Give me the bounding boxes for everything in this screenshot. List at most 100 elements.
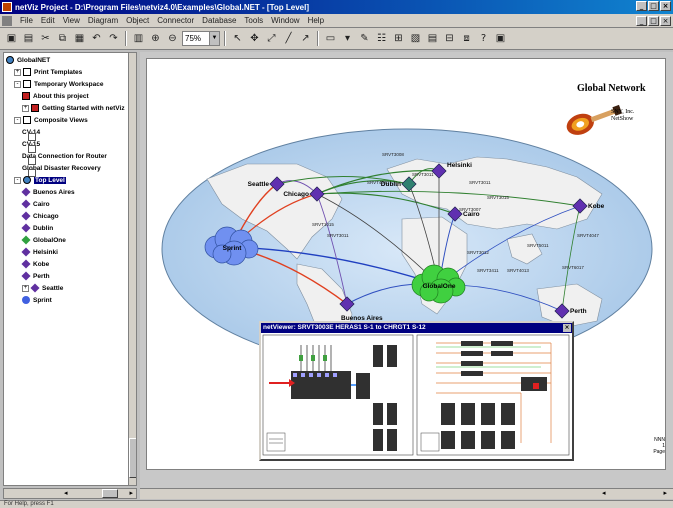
fill-icon[interactable]: ▭: [325, 33, 336, 44]
open-icon[interactable]: ▤: [23, 33, 34, 44]
collapse-icon[interactable]: -: [14, 176, 21, 184]
close-button[interactable]: ×: [660, 1, 671, 11]
menu-tools[interactable]: Tools: [244, 16, 264, 25]
expand-icon[interactable]: +: [14, 68, 21, 76]
zoom-select[interactable]: 75% ▼: [182, 31, 220, 46]
tree-item[interactable]: GlobalNET: [6, 55, 50, 65]
collapse-icon[interactable]: -: [14, 80, 21, 88]
scroll-left-icon[interactable]: ◂: [602, 490, 606, 497]
menu-diagram[interactable]: Diagram: [87, 16, 119, 25]
copy-icon[interactable]: ⧉: [58, 33, 67, 44]
tree-vertical-scrollbar[interactable]: [128, 53, 136, 485]
tree-item[interactable]: Sprint: [22, 295, 52, 305]
expand-icon[interactable]: +: [22, 104, 29, 112]
tree-item[interactable]: CV-15: [22, 139, 40, 153]
maximize-button[interactable]: □: [648, 1, 659, 11]
context-help-icon[interactable]: ▣: [495, 33, 506, 44]
tree-item[interactable]: Buenos Aires: [21, 187, 75, 197]
select-icon[interactable]: ↖: [233, 33, 242, 44]
window-title: netViz Project - D:\Program Files\netviz…: [15, 2, 309, 12]
connect-icon[interactable]: ⤢: [267, 33, 276, 44]
scroll-thumb[interactable]: [129, 438, 136, 478]
menu-help[interactable]: Help: [307, 16, 325, 25]
dia-icon: [21, 271, 31, 281]
properties-icon[interactable]: ⧈: [463, 33, 470, 44]
menu-view[interactable]: View: [62, 16, 80, 25]
cut-icon[interactable]: ✂: [41, 33, 50, 44]
tile-icon[interactable]: ⊟: [445, 33, 454, 44]
link-label: SRVT4020: [367, 180, 389, 185]
layout-icon[interactable]: ▧: [410, 33, 421, 44]
tree-item[interactable]: +Print Templates: [14, 67, 82, 77]
tree-item[interactable]: Cairo: [21, 199, 50, 209]
logo-line-1: SNY, Inc.: [611, 109, 635, 115]
menu-file[interactable]: File: [20, 16, 33, 25]
document-icon[interactable]: [2, 15, 12, 26]
text-icon[interactable]: ▾: [344, 33, 351, 44]
southeast-asia: [506, 233, 543, 265]
expand-icon[interactable]: +: [22, 284, 29, 292]
tree-item[interactable]: -Top Level: [14, 175, 66, 185]
doc-close-button[interactable]: ×: [660, 16, 671, 26]
menu-window[interactable]: Window: [271, 16, 300, 25]
window-titlebar[interactable]: netViz Project - D:\Program Files\netviz…: [0, 0, 673, 14]
tree-item[interactable]: -Composite Views: [14, 115, 88, 125]
tree-item[interactable]: Helsinki: [21, 247, 58, 257]
palette-icon[interactable]: ▤: [427, 33, 438, 44]
line-icon[interactable]: ╱: [285, 33, 292, 44]
scroll-left-icon[interactable]: ◂: [64, 490, 68, 497]
link-label: SRVT3411: [477, 268, 499, 273]
canvas-horizontal-scrollbar[interactable]: ◂ ▸: [140, 488, 673, 499]
tree-item[interactable]: CV-14: [22, 127, 40, 141]
popup-close-button[interactable]: ×: [563, 324, 571, 332]
netviewer-popup[interactable]: netViewer: SRVT3003E HERAS1 S-1 to CHRGT…: [259, 321, 574, 461]
tree-item[interactable]: +Getting Started with netViz: [22, 103, 125, 113]
menu-connector[interactable]: Connector: [157, 16, 195, 25]
scroll-thumb[interactable]: [102, 489, 118, 498]
print-icon[interactable]: ▥: [133, 33, 144, 44]
cloud-icon: [22, 296, 30, 304]
arrow-line-icon[interactable]: ↗: [301, 33, 310, 44]
tree-item[interactable]: About this project: [22, 91, 89, 101]
tree-item[interactable]: GlobalOne: [21, 235, 66, 245]
tree-item[interactable]: Dublin: [21, 223, 53, 233]
scroll-right-icon[interactable]: ▸: [663, 490, 667, 497]
scroll-right-icon[interactable]: ▸: [129, 490, 133, 497]
network-link: [316, 190, 581, 207]
pen-icon[interactable]: ✎: [360, 33, 369, 44]
tree-item[interactable]: Global Disaster Recovery: [22, 163, 101, 177]
align-icon[interactable]: ⊞: [394, 33, 403, 44]
move-icon[interactable]: ✥: [250, 33, 259, 44]
grid-icon[interactable]: ☷: [377, 33, 386, 44]
chevron-down-icon[interactable]: ▼: [209, 32, 219, 45]
minimize-button[interactable]: _: [636, 1, 647, 11]
paste-icon[interactable]: ▦: [74, 33, 85, 44]
tree-horizontal-scrollbar[interactable]: ◂ ▸: [3, 488, 137, 499]
tree-item[interactable]: -Temporary Workspace: [14, 79, 103, 89]
collapse-icon[interactable]: -: [14, 116, 21, 124]
menu-edit[interactable]: Edit: [40, 16, 55, 25]
popup-titlebar[interactable]: netViewer: SRVT3003E HERAS1 S-1 to CHRGT…: [261, 323, 572, 333]
new-icon[interactable]: ▣: [6, 33, 17, 44]
redo-icon[interactable]: ↷: [109, 33, 118, 44]
doc-restore-button[interactable]: □: [648, 16, 659, 26]
menu-object[interactable]: Object: [126, 16, 150, 25]
zoom-out-icon[interactable]: ⊖: [168, 33, 177, 44]
tree-item-label: Cairo: [33, 200, 50, 208]
tree-item[interactable]: Chicago: [21, 211, 59, 221]
cairo-router: Cairo: [447, 206, 480, 222]
tree-item[interactable]: Data Connection for Router: [22, 151, 107, 165]
doc-minimize-button[interactable]: _: [636, 16, 647, 26]
zoom-in-icon[interactable]: ⊕: [151, 33, 160, 44]
menu-database[interactable]: Database: [202, 16, 237, 25]
project-tree[interactable]: GlobalNET +Print Templates -Temporary Work…: [3, 52, 137, 486]
tree-item[interactable]: Perth: [21, 271, 50, 281]
undo-icon[interactable]: ↶: [92, 33, 101, 44]
node-label: Perth: [570, 308, 587, 315]
help-icon[interactable]: ?: [480, 33, 487, 44]
tree-item[interactable]: +Seattle: [22, 283, 63, 293]
node-label: Seattle: [248, 181, 270, 188]
tree-item[interactable]: Kobe: [21, 259, 49, 269]
